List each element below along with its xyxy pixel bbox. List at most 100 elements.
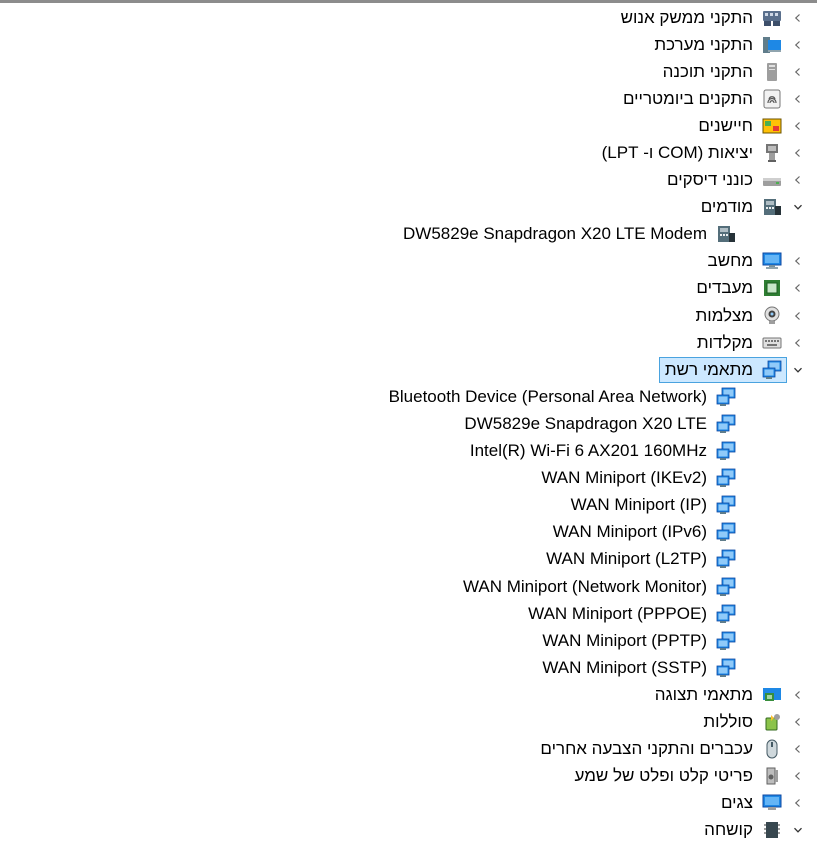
tree-item-label: התקני תוכנה xyxy=(662,61,753,81)
tree-category-item[interactable]: מעבדים xyxy=(0,275,817,302)
tree-item-content[interactable]: WAN Miniport (IKEv2) xyxy=(535,465,741,491)
tree-item-content[interactable]: התקני ממשק אנוש xyxy=(615,5,787,31)
tree-item-content[interactable]: קושחה xyxy=(698,817,787,843)
tree-child-item[interactable]: WAN Miniport (PPTP) xyxy=(0,627,817,654)
tree-item-content[interactable]: כונני דיסקים xyxy=(661,167,787,193)
network-adapter-icon xyxy=(715,440,737,462)
chevron-left-icon[interactable] xyxy=(787,302,809,329)
tree-item-content[interactable]: פריטי קלט ופלט של שמע xyxy=(568,763,787,789)
chevron-left-icon[interactable] xyxy=(787,736,809,763)
tree-category-item[interactable]: התקנים ביומטריים xyxy=(0,85,817,112)
chevron-left-icon[interactable] xyxy=(787,681,809,708)
tree-category-item[interactable]: מתאמי רשת xyxy=(0,356,817,383)
tree-item-content[interactable]: WAN Miniport (SSTP) xyxy=(536,655,741,681)
tree-category-item[interactable]: חיישנים xyxy=(0,112,817,139)
tree-child-item[interactable]: WAN Miniport (L2TP) xyxy=(0,546,817,573)
tree-category-item[interactable]: מצלמות xyxy=(0,302,817,329)
tree-child-item[interactable]: WAN Miniport (Network Monitor) xyxy=(0,573,817,600)
network-adapter-icon xyxy=(715,413,737,435)
tree-category-item[interactable]: התקני תוכנה xyxy=(0,58,817,85)
tree-item-content[interactable]: מודמים xyxy=(695,194,787,220)
tree-item-content[interactable]: סוללות xyxy=(697,709,787,735)
tree-item-content[interactable]: WAN Miniport (PPTP) xyxy=(536,628,741,654)
chevron-left-icon[interactable] xyxy=(787,58,809,85)
chevron-left-icon[interactable] xyxy=(787,112,809,139)
tree-item-content[interactable]: WAN Miniport (IPv6) xyxy=(547,519,741,545)
tree-item-content[interactable]: התקני מערכת xyxy=(648,32,787,58)
tree-child-item[interactable]: DW5829e Snapdragon X20 LTE Modem xyxy=(0,221,817,248)
tree-item-label: DW5829e Snapdragon X20 LTE xyxy=(464,413,707,433)
tree-category-item[interactable]: מודמים xyxy=(0,194,817,221)
chevron-left-icon[interactable] xyxy=(787,275,809,302)
monitor-icon xyxy=(761,792,783,814)
tree-item-content[interactable]: WAN Miniport (IP) xyxy=(565,492,741,518)
tree-item-content[interactable]: יציאות (COM ו- LPT) xyxy=(596,140,787,166)
tree-item-content[interactable]: WAN Miniport (L2TP) xyxy=(540,546,741,572)
tree-item-content[interactable]: מחשב xyxy=(702,248,787,274)
chevron-left-icon[interactable] xyxy=(787,763,809,790)
tree-item-content[interactable]: WAN Miniport (Network Monitor) xyxy=(457,574,741,600)
tree-category-item[interactable]: מתאמי תצוגה xyxy=(0,681,817,708)
tree-category-item[interactable]: התקני מערכת xyxy=(0,31,817,58)
tree-category-item[interactable]: התקני ממשק אנוש xyxy=(0,4,817,31)
tree-item-content[interactable]: התקנים ביומטריים xyxy=(617,86,787,112)
tree-item-content[interactable]: Intel(R) Wi-Fi 6 AX201 160MHz xyxy=(464,438,741,464)
tree-item-content[interactable]: מקלדות xyxy=(691,330,787,356)
chevron-left-icon[interactable] xyxy=(787,31,809,58)
tree-item-content[interactable]: Bluetooth Device (Personal Area Network) xyxy=(383,384,741,410)
tree-item-label: Bluetooth Device (Personal Area Network) xyxy=(388,386,707,406)
chevron-left-icon[interactable] xyxy=(787,167,809,194)
tree-item-label: צגים xyxy=(720,793,753,813)
tree-item-label: Intel(R) Wi-Fi 6 AX201 160MHz xyxy=(469,441,707,461)
chevron-down-icon[interactable] xyxy=(787,817,809,844)
chevron-left-icon[interactable] xyxy=(787,248,809,275)
chevron-left-icon[interactable] xyxy=(787,790,809,817)
battery-icon xyxy=(761,711,783,733)
tree-item-label: מתאמי רשת xyxy=(664,359,753,379)
keyboard-icon xyxy=(761,332,783,354)
tree-item-content[interactable]: חיישנים xyxy=(692,113,787,139)
tree-item-content[interactable]: מעבדים xyxy=(690,275,787,301)
chevron-left-icon[interactable] xyxy=(787,329,809,356)
tree-item-label: WAN Miniport (L2TP) xyxy=(546,549,707,569)
chevron-down-icon[interactable] xyxy=(787,194,809,221)
chevron-left-icon[interactable] xyxy=(787,708,809,735)
tree-child-item[interactable]: WAN Miniport (PPPOE) xyxy=(0,600,817,627)
chevron-left-icon[interactable] xyxy=(787,85,809,112)
tree-child-item[interactable]: WAN Miniport (IP) xyxy=(0,492,817,519)
tree-item-content[interactable]: DW5829e Snapdragon X20 LTE xyxy=(458,411,741,437)
tree-category-item[interactable]: כונני דיסקים xyxy=(0,167,817,194)
tree-child-item[interactable]: DW5829e Snapdragon X20 LTE xyxy=(0,410,817,437)
tree-item-label: WAN Miniport (PPTP) xyxy=(542,630,707,650)
chevron-down-icon[interactable] xyxy=(787,356,809,383)
chevron-left-icon[interactable] xyxy=(787,4,809,31)
tree-child-item[interactable]: Intel(R) Wi-Fi 6 AX201 160MHz xyxy=(0,438,817,465)
tree-item-content[interactable]: התקני תוכנה xyxy=(657,59,787,85)
tree-item-content[interactable]: WAN Miniport (PPPOE) xyxy=(522,601,741,627)
processor-icon xyxy=(761,277,783,299)
tree-item-content[interactable]: עכברים והתקני הצבעה אחרים xyxy=(534,736,787,762)
tree-item-content[interactable]: מתאמי תצוגה xyxy=(649,682,787,708)
tree-category-item[interactable]: צגים xyxy=(0,790,817,817)
tree-category-item[interactable]: עכברים והתקני הצבעה אחרים xyxy=(0,736,817,763)
tree-child-item[interactable]: WAN Miniport (IPv6) xyxy=(0,519,817,546)
tree-category-item[interactable]: קושחה xyxy=(0,817,817,844)
tree-category-item[interactable]: מחשב xyxy=(0,248,817,275)
tree-child-item[interactable]: Bluetooth Device (Personal Area Network) xyxy=(0,383,817,410)
tree-category-item[interactable]: סוללות xyxy=(0,708,817,735)
tree-item-content[interactable]: צגים xyxy=(715,790,787,816)
tree-item-label: קושחה xyxy=(704,820,753,840)
tree-category-item[interactable]: מקלדות xyxy=(0,329,817,356)
tree-item-label: עכברים והתקני הצבעה אחרים xyxy=(540,739,753,759)
tree-child-item[interactable]: WAN Miniport (IKEv2) xyxy=(0,465,817,492)
network-adapter-icon xyxy=(715,386,737,408)
tree-item-label: מקלדות xyxy=(696,332,753,352)
chevron-left-icon[interactable] xyxy=(787,140,809,167)
tree-category-item[interactable]: יציאות (COM ו- LPT) xyxy=(0,139,817,166)
tree-item-content[interactable]: מתאמי רשת xyxy=(658,356,787,383)
tree-child-item[interactable]: WAN Miniport (SSTP) xyxy=(0,654,817,681)
tree-category-item[interactable]: פריטי קלט ופלט של שמע xyxy=(0,763,817,790)
tree-item-content[interactable]: מצלמות xyxy=(690,303,787,329)
tree-item-content[interactable]: DW5829e Snapdragon X20 LTE Modem xyxy=(397,221,741,247)
